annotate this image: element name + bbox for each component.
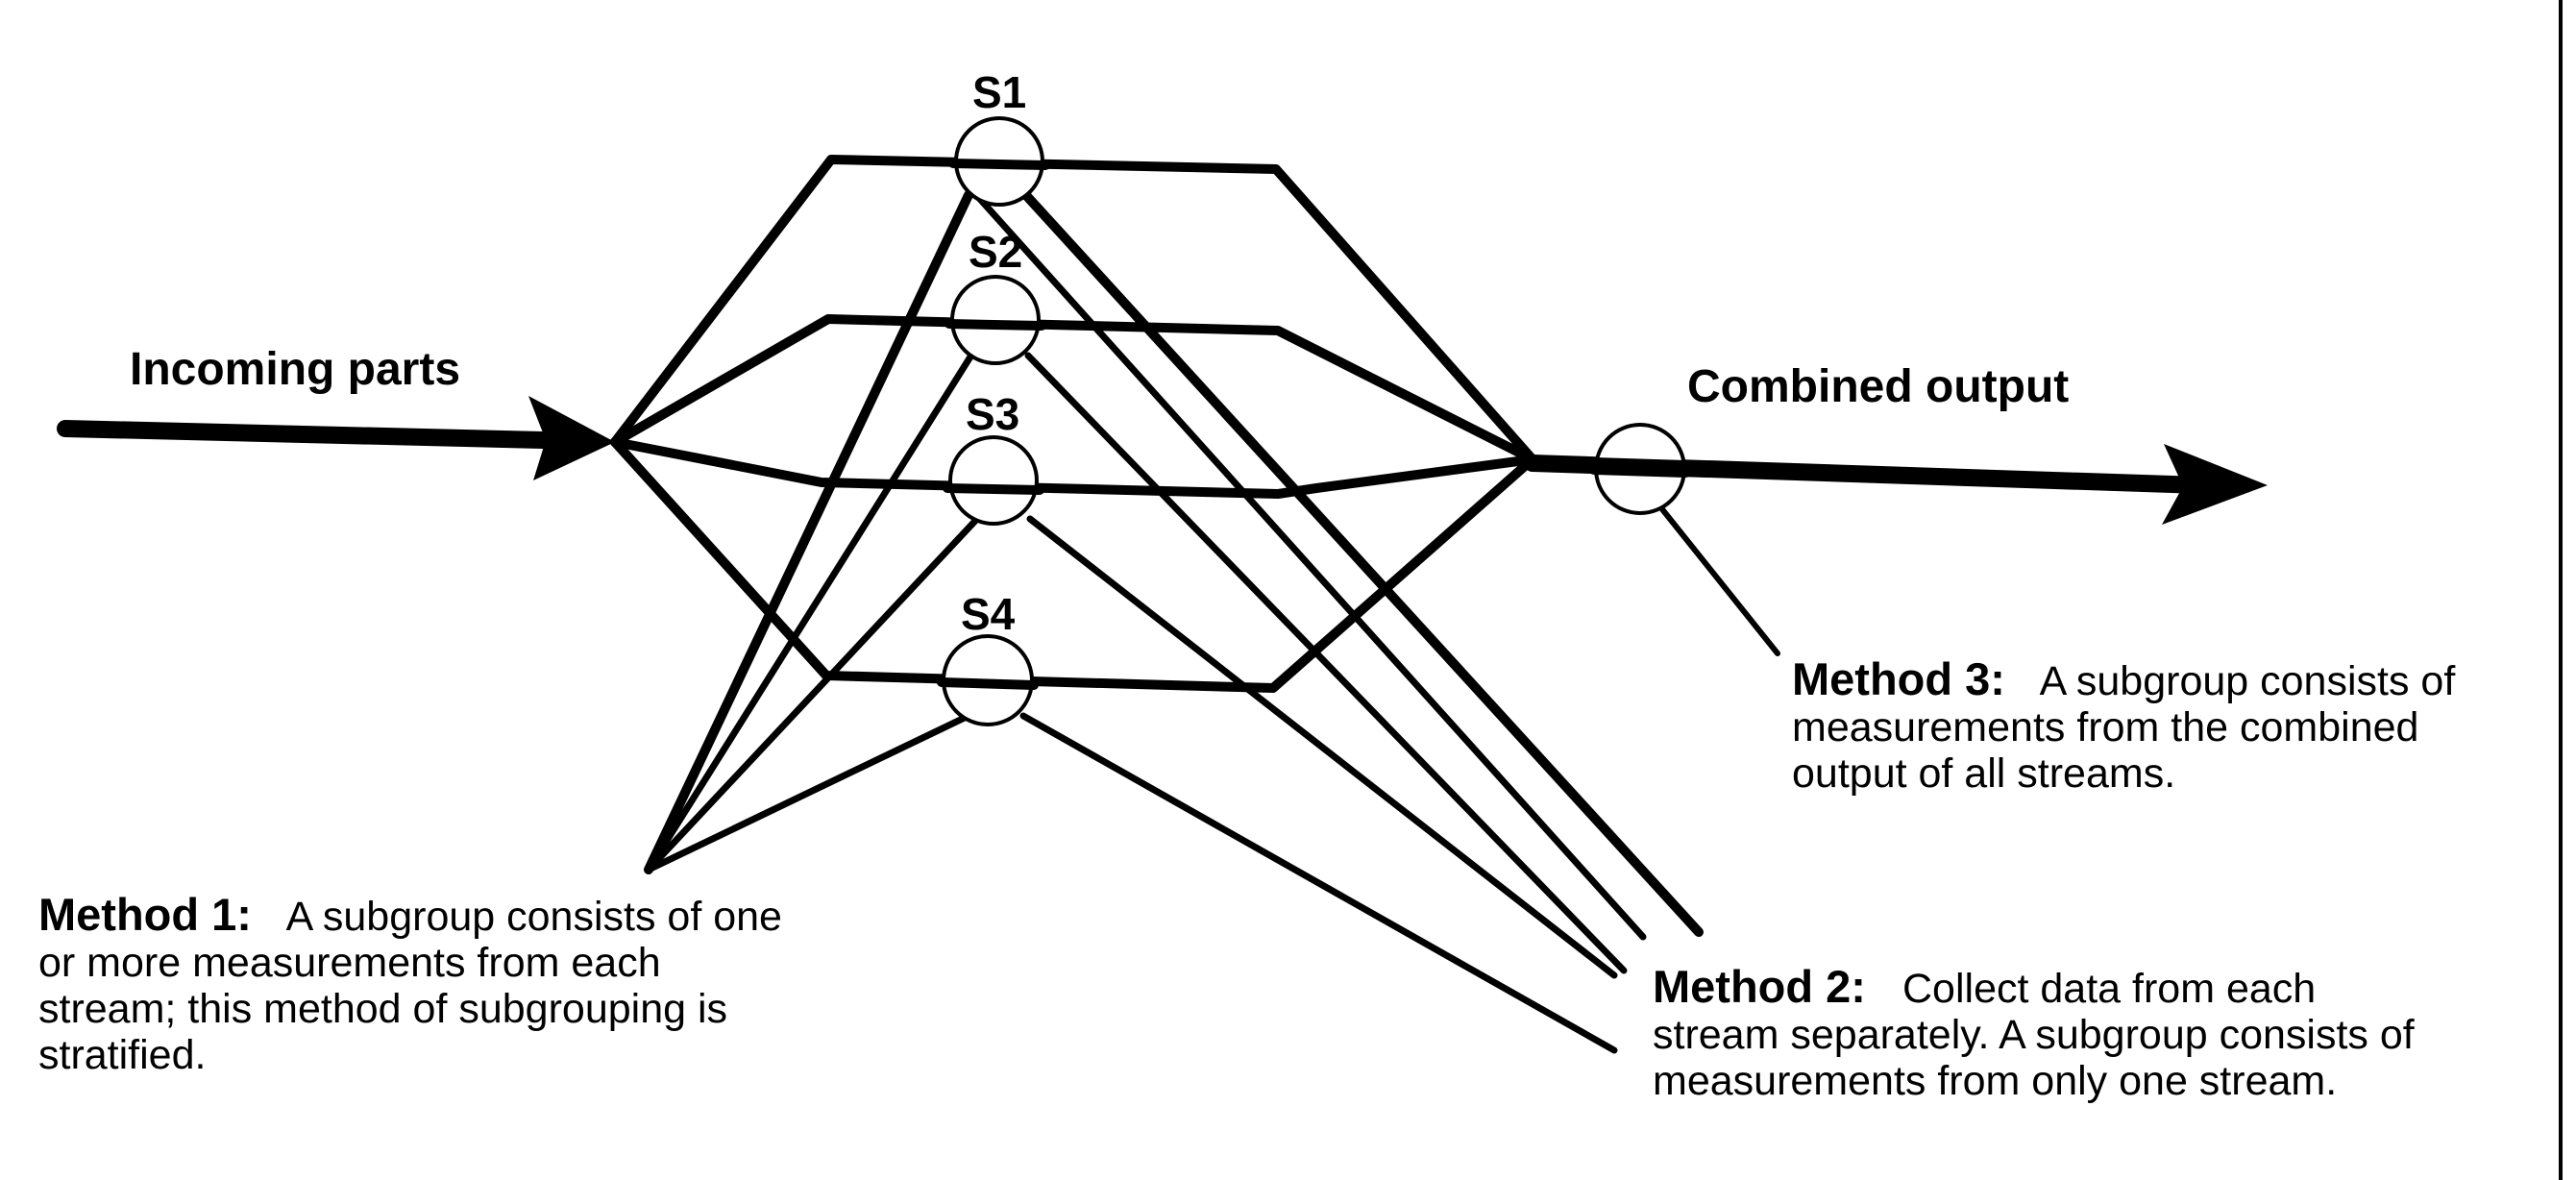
stream-path-s1 [610, 155, 1537, 464]
incoming-arrow-head [528, 396, 615, 480]
stream-label-s4: S4 [961, 589, 1016, 639]
stream-path-s3 [610, 437, 1537, 499]
stream-s3-through-circle [943, 483, 1044, 495]
stream-label-s1: S1 [972, 67, 1026, 117]
output-through-circle [1586, 457, 1694, 478]
method1-leader-s4 [645, 711, 974, 873]
method2-leader-s1b [974, 193, 1647, 941]
method1-leader-s3 [645, 517, 979, 873]
method2-leader-s3 [1026, 515, 1618, 979]
method1-callout: Method 1: A subgroup consists of one or … [38, 889, 807, 1079]
stream-s4-through-circle [937, 677, 1039, 690]
output-arrow-head [2162, 444, 2268, 525]
method1-text: A subgroup consists of one or more measu… [38, 894, 782, 1078]
method2-leader-s1 [1018, 187, 1704, 937]
method2-leader-s4 [1019, 712, 1618, 1054]
incoming-label: Incoming parts [130, 344, 460, 395]
page-edge-border [2559, 0, 2563, 1180]
incoming-arrow-shaft [57, 420, 552, 449]
method1-title: Method 1: [38, 889, 278, 940]
stream-path-s2 [610, 314, 1537, 464]
method3-title: Method 3: [1792, 653, 2031, 704]
method2-text: Collect data from each stream separately… [1653, 966, 2415, 1104]
method2-leader-s2 [1024, 352, 1628, 974]
method2-title: Method 2: [1653, 961, 1892, 1012]
method1-leader-s1 [644, 190, 973, 874]
stream-label-s2: S2 [969, 227, 1022, 277]
stream-path-s4 [610, 437, 1537, 693]
stream-s2-through-circle [945, 319, 1046, 331]
sample-point-s3 [948, 435, 1039, 526]
method3-text: A subgroup consists of measurements from… [1792, 658, 2456, 797]
stream-label-s3: S3 [966, 389, 1019, 439]
method2-callout: Method 2: Collect data from each stream … [1653, 961, 2441, 1105]
output-label: Combined output [1687, 361, 2069, 412]
method3-callout: Method 3: A subgroup consists of measure… [1792, 653, 2503, 798]
method1-leader-s2 [645, 350, 976, 873]
method3-leader [1659, 506, 1780, 656]
stream-s1-through-circle [948, 159, 1050, 170]
